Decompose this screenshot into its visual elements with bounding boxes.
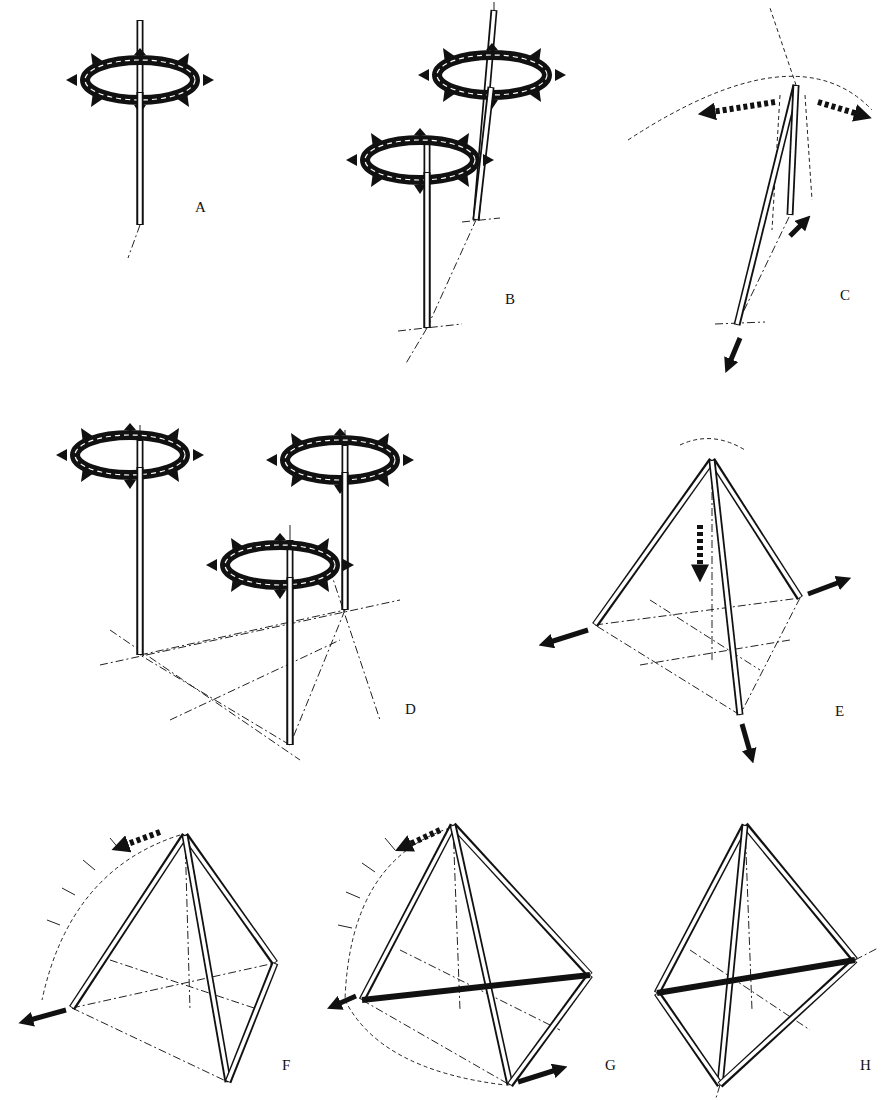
panel-b-figure [346,2,566,365]
panel-letter: B [505,292,515,307]
panel-e-figure [550,439,840,752]
panel-letter: F [282,1058,290,1073]
panel-letter: A [195,200,206,215]
panel-c-figure [628,8,872,362]
panel-f-figure [30,832,275,1082]
panel-g-figure [338,825,590,1085]
panel-letter: D [405,702,416,717]
panel-letter: E [835,704,844,719]
panel-letter: H [860,1058,871,1073]
panel-letter: G [605,1058,616,1073]
panel-letter: C [840,288,850,303]
panel-a-figure [66,20,214,258]
panel-d-figure [56,423,414,760]
panel-h-figure [657,825,878,1098]
